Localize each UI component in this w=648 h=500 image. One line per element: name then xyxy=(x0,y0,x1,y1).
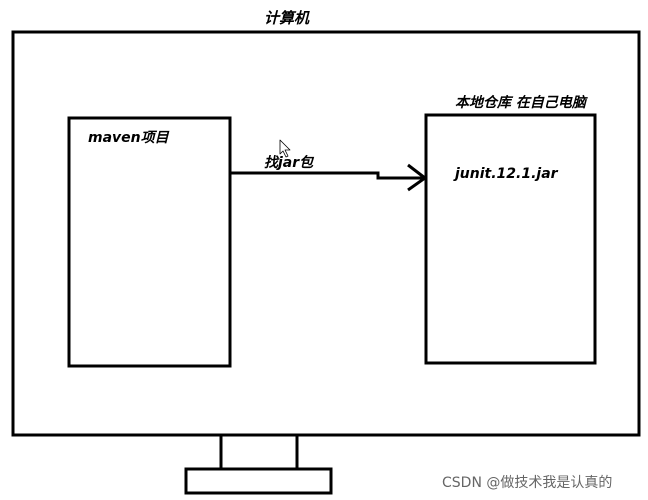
monitor-stand-neck xyxy=(219,433,299,471)
local-repository-box xyxy=(424,113,597,365)
mouse-cursor-icon xyxy=(279,139,291,158)
monitor-frame xyxy=(11,30,641,437)
watermark-text: CSDN @做技术我是认真的 xyxy=(442,475,613,491)
computer-label: 计算机 xyxy=(264,9,310,27)
maven-project-box xyxy=(67,116,232,368)
repository-header-label: 本地仓库 在自己电脑 xyxy=(455,95,586,111)
repository-item-label: junit.12.1.jar xyxy=(455,166,558,182)
monitor-stand-base xyxy=(184,467,333,495)
lookup-arrow xyxy=(230,171,425,180)
arrow-head xyxy=(407,163,428,192)
project-box-label: maven项目 xyxy=(88,130,169,146)
arrow-label: 找jar包 xyxy=(264,155,314,171)
